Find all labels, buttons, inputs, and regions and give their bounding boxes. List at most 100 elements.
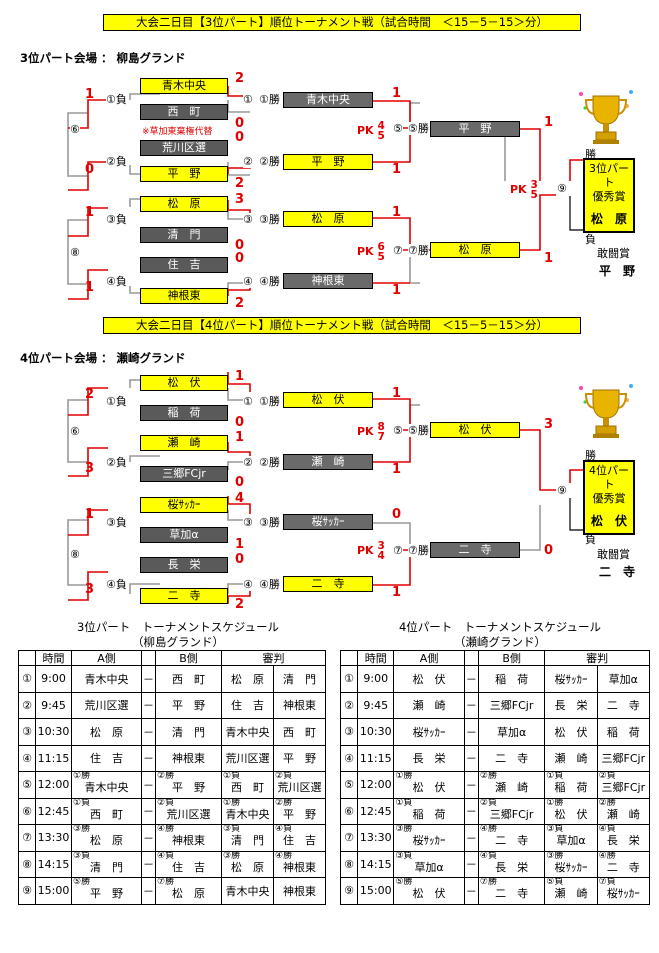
p3-g7-winner-label: ⑦勝 bbox=[408, 244, 429, 257]
schedule-cell: 長 栄 bbox=[544, 691, 598, 719]
p4-score: 3 bbox=[85, 461, 95, 476]
cell-sub: ①勝 bbox=[73, 771, 91, 781]
p3-team-7: 住 吉 bbox=[140, 257, 228, 273]
match-no: ⑦ bbox=[339, 824, 359, 852]
p4-score: 1 bbox=[235, 430, 245, 445]
match-time: 12:45 bbox=[35, 797, 72, 825]
p3-score: 2 bbox=[235, 296, 245, 311]
schedule-cell: 松 原 bbox=[71, 718, 142, 746]
header-cell: 審判 bbox=[221, 650, 326, 666]
p4-winner-g2: 瀬 崎 bbox=[283, 454, 373, 470]
schedule-cell: 松 伏 bbox=[393, 665, 465, 693]
match-no: ⑤ bbox=[18, 771, 36, 799]
schedule-cell: 稲 荷 bbox=[596, 718, 651, 746]
match-no: ③ bbox=[18, 718, 36, 746]
s3-caption-line1: 3位パート トーナメントスケジュール bbox=[76, 620, 279, 634]
cell-team: 稲 荷 bbox=[554, 781, 588, 795]
cell-sub: ②負 bbox=[479, 798, 497, 808]
schedule-cell: ⑤負瀬 崎 bbox=[544, 877, 598, 905]
cell-sub: ②勝 bbox=[598, 798, 616, 808]
cell-sub: ①負 bbox=[73, 798, 91, 808]
p3-score: 2 bbox=[235, 71, 245, 86]
p3-team-4: 平 野 bbox=[140, 166, 228, 182]
cell-sub: ①負 bbox=[395, 798, 413, 808]
p3-award-box: 3位パート 優秀賞 松 原 bbox=[583, 158, 635, 233]
p4-c2: ② bbox=[243, 456, 253, 469]
p3-score: 0 bbox=[235, 116, 245, 131]
cell-team: 松 原 bbox=[90, 834, 123, 848]
cell-team: 二 寺 bbox=[606, 860, 640, 874]
pk-bot: 7 bbox=[377, 431, 385, 443]
match-no: ⑦ bbox=[18, 824, 36, 852]
p3-c3: ③ bbox=[243, 213, 253, 226]
cell-sub: ④負 bbox=[157, 851, 175, 861]
schedule-cell: ④勝二 寺 bbox=[596, 850, 651, 878]
match-no: ⑥ bbox=[18, 797, 36, 825]
schedule-cell: ③負草加α bbox=[544, 824, 598, 852]
p4-score: 2 bbox=[85, 387, 95, 402]
schedule-cell: 青木中央 bbox=[71, 665, 142, 693]
cell-sub: ②勝 bbox=[275, 798, 293, 808]
schedule-cell: ①勝青木中央 bbox=[221, 797, 274, 825]
cell-sub: ⑤勝 bbox=[395, 877, 413, 887]
p3-winner-g5: 平 野 bbox=[430, 121, 520, 137]
schedule-cell: ②負三郷FCjr bbox=[477, 797, 546, 825]
match-time: 12:45 bbox=[357, 797, 395, 825]
p4-award-line2: 優秀賞 bbox=[592, 492, 626, 505]
p4-g4-loser-label: ④負 bbox=[106, 578, 127, 591]
match-no: ⑥ bbox=[339, 797, 359, 825]
match-time: 12:00 bbox=[35, 771, 72, 799]
p3-team-5: 松 原 bbox=[140, 196, 228, 212]
p4-score: 1 bbox=[235, 369, 245, 384]
match-time: 11:15 bbox=[357, 744, 395, 772]
schedule-cell: ③負清 門 bbox=[221, 824, 274, 852]
p3-venue: 3位パート会場 ： 柳島グランド bbox=[20, 51, 186, 65]
p3-score: 0 bbox=[235, 251, 245, 266]
header-cell: 時間 bbox=[357, 650, 395, 666]
p3-c5: ⑤ bbox=[393, 122, 403, 135]
p4-score: 3 bbox=[544, 417, 554, 432]
cell-team: 西 町 bbox=[90, 807, 123, 821]
schedule-cell: 三郷FCjr bbox=[596, 744, 651, 772]
dash: － bbox=[463, 797, 479, 825]
p3-team-3: 荒川区選 bbox=[140, 140, 228, 156]
p4-winner-g7: 二 寺 bbox=[430, 542, 520, 558]
cell-sub: ⑤勝 bbox=[73, 877, 91, 887]
cell-team: 三郷FCjr bbox=[489, 807, 534, 821]
cell-sub: ③勝 bbox=[546, 851, 564, 861]
p4-team-7: 長 栄 bbox=[140, 557, 228, 573]
cell-team: 西 町 bbox=[231, 781, 264, 795]
dash: － bbox=[141, 665, 156, 693]
p3-award-lose-label: 負 bbox=[585, 233, 596, 246]
cell-sub: ②勝 bbox=[479, 771, 497, 781]
p3-g3-loser-label: ③負 bbox=[106, 213, 127, 226]
p3-score: 0 bbox=[85, 162, 95, 177]
schedule-cell: ③勝桜ｻｯｶｰ bbox=[544, 850, 598, 878]
cell-sub: ③勝 bbox=[395, 824, 413, 834]
p3-award-line2: 優秀賞 bbox=[592, 190, 626, 203]
p3-award-sub: 敢闘賞 bbox=[597, 247, 630, 260]
dash: － bbox=[141, 797, 156, 825]
p3-score: 0 bbox=[235, 130, 245, 145]
schedule-cell: 草加α bbox=[596, 665, 651, 693]
p4-award-loser: 二 寺 bbox=[599, 565, 636, 579]
cell-sub: ④勝 bbox=[275, 851, 293, 861]
p4-g1-winner-label: ①勝 bbox=[259, 395, 280, 408]
cell-team: 神根東 bbox=[172, 834, 205, 848]
cell-team: 荒川区選 bbox=[277, 781, 322, 795]
cell-team: 松 伏 bbox=[554, 807, 588, 821]
cell-sub: ②負 bbox=[157, 798, 175, 808]
s4-caption-line1: 4位パート トーナメントスケジュール bbox=[398, 620, 601, 634]
schedule-cell: ⑦負桜ｻｯｶｰ bbox=[596, 877, 651, 905]
match-no: ① bbox=[339, 665, 359, 693]
p4-team-3: 瀬 崎 bbox=[140, 435, 228, 451]
p4-g2-winner-label: ②勝 bbox=[259, 456, 280, 469]
schedule-cell: ②勝平 野 bbox=[273, 797, 326, 825]
